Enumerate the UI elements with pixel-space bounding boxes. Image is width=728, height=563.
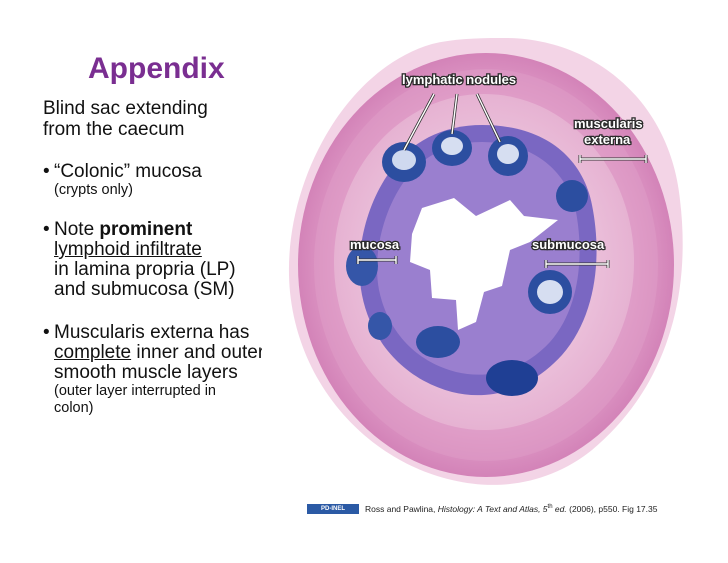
license-badge[interactable]: PD-INEL xyxy=(307,504,359,514)
bullet-dot: • xyxy=(43,161,50,182)
bullet-1-text: “Colonic” mucosa xyxy=(54,161,202,182)
bullet-dot: • xyxy=(43,322,50,343)
submucosa-bracket xyxy=(545,260,609,268)
nodule-pointers xyxy=(403,93,501,151)
bullet-dot: • xyxy=(43,219,50,240)
lymphatic-nodules xyxy=(346,130,588,396)
lumen xyxy=(410,198,558,330)
intro-line-2: from the caecum xyxy=(43,119,185,140)
citation-text: Ross and Pawlina, Histology: A Text and … xyxy=(365,504,658,514)
label-mucosa: mucosa xyxy=(350,237,400,252)
muscularis-bracket xyxy=(579,155,647,163)
bullet-3-sub1: (outer layer interrupted in xyxy=(54,383,216,399)
bullet-3-line3: smooth muscle layers xyxy=(54,362,238,383)
appendix-micrograph: lymphatic nodules muscularis externa muc… xyxy=(262,30,728,500)
label-submucosa: submucosa xyxy=(532,237,605,252)
bullet-colonic-mucosa: •“Colonic” mucosa (crypts only) xyxy=(43,162,293,199)
bullet-2-line4: and submucosa (SM) xyxy=(54,279,235,300)
label-lymphatic-nodules: lymphatic nodules xyxy=(402,72,516,87)
bullet-3-line2-rest: inner and outer xyxy=(131,342,265,363)
bullet-3-line1: Muscularis externa has xyxy=(54,322,250,343)
bullet-2-line2: lymphoid infiltrate xyxy=(54,239,202,260)
label-externa: externa xyxy=(584,132,631,147)
slide-title: Appendix xyxy=(88,52,225,85)
bullet-2-line3: in lamina propria (LP) xyxy=(54,259,236,280)
intro-text: Blind sac extending from the caecum xyxy=(43,98,273,140)
bullet-lymphoid-infiltrate: •Note prominent lymphoid infiltrate in l… xyxy=(43,220,293,300)
bullet-muscularis-externa: •Muscularis externa has complete inner a… xyxy=(43,323,293,417)
bullet-3-complete: complete xyxy=(54,342,132,363)
mucosa-bracket xyxy=(357,256,397,264)
bullet-2-pre: Note xyxy=(54,219,100,240)
label-muscularis: muscularis xyxy=(574,116,643,131)
bullet-3-sub2: colon) xyxy=(54,400,94,416)
bullet-1-sub: (crypts only) xyxy=(54,182,133,198)
intro-line-1: Blind sac extending xyxy=(43,98,208,119)
bullet-2-bold: prominent xyxy=(99,219,193,240)
image-citation: PD-INEL Ross and Pawlina, Histology: A T… xyxy=(307,504,657,514)
